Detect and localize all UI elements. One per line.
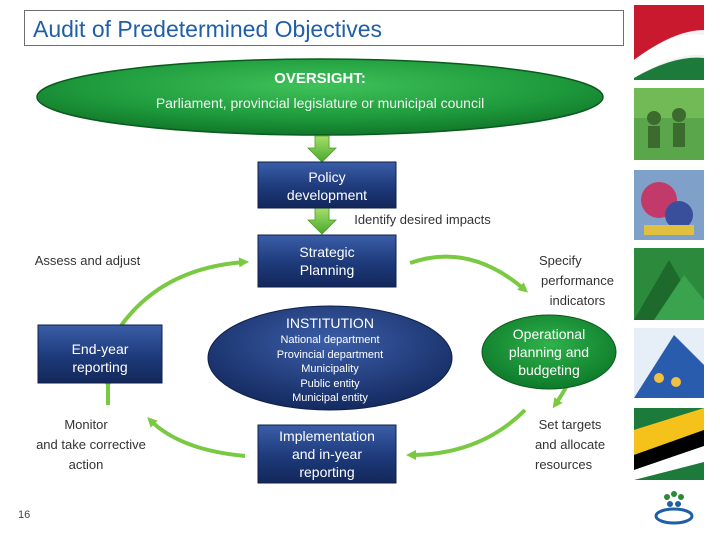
down-arrow-icon xyxy=(307,135,337,163)
side-image-strip xyxy=(634,5,704,480)
monitor-line1: Monitor xyxy=(64,417,108,432)
implementation-label: Implementation and in-year reporting xyxy=(258,427,396,481)
implementation-line1: Implementation xyxy=(279,428,375,444)
monitor-label: Monitor and take corrective action xyxy=(26,415,156,475)
implementation-box xyxy=(257,424,397,484)
institution-item: Provincial department xyxy=(276,348,384,361)
cycle-arrow-bottom-right xyxy=(406,408,527,460)
strategic-box xyxy=(257,234,397,288)
policy-line1: Policy xyxy=(308,169,346,185)
endyear-line2: reporting xyxy=(72,359,128,375)
endyear-box xyxy=(37,324,163,384)
operational-line2: planning and xyxy=(508,344,590,360)
institution-item: National department xyxy=(280,334,380,346)
monitor-line2: and take corrective xyxy=(36,437,146,452)
institution-list: National department Provincial departmen… xyxy=(262,333,398,406)
down-arrow-icon xyxy=(307,207,337,235)
cycle-arrow-top-left xyxy=(116,257,249,332)
specify-label: Specify performance indicators xyxy=(525,251,630,311)
endyear-label: End-year reporting xyxy=(38,340,162,376)
page-title: Audit of Predetermined Objectives xyxy=(33,16,383,42)
endyear-line1: End-year xyxy=(71,341,129,357)
oversight-heading: OVERSIGHT: xyxy=(274,70,366,87)
operational-line3: budgeting xyxy=(518,362,580,378)
oversight-subtitle: Parliament, provincial legislature or mu… xyxy=(155,95,485,111)
specify-line2: performance xyxy=(541,273,614,288)
flag-image-2 xyxy=(634,408,704,480)
page-number: 16 xyxy=(18,509,31,521)
strategic-label: Strategic Planning xyxy=(258,243,396,279)
policy-box xyxy=(257,161,397,209)
identify-label: Identify desired impacts xyxy=(354,212,491,227)
institution-item: Public entity xyxy=(300,377,360,390)
children-image xyxy=(634,88,704,160)
operational-circle xyxy=(481,314,617,390)
cycle-arrow-top-right xyxy=(409,254,529,293)
implementation-line3: reporting xyxy=(299,464,355,480)
operational-line1: Operational xyxy=(512,326,586,342)
strategic-line1: Strategic xyxy=(299,244,355,260)
specify-line1: Specify xyxy=(539,253,582,268)
flag-image xyxy=(634,5,704,80)
institution-oval xyxy=(207,305,453,411)
institution-item: Municipality xyxy=(301,363,359,375)
tents-image xyxy=(634,248,704,320)
map-image xyxy=(634,328,704,398)
assess-label: Assess and adjust xyxy=(34,253,141,268)
targets-line2: and allocate xyxy=(534,437,606,452)
cycle-arrow-bottom-left xyxy=(147,417,246,458)
targets-label: Set targets and allocate resources xyxy=(520,415,620,475)
institution-item: Municipal entity xyxy=(292,392,368,404)
policy-label: Policy development xyxy=(258,168,396,204)
targets-line3: resources xyxy=(535,457,593,472)
title-box: Audit of Predetermined Objectives xyxy=(24,10,624,46)
oversight-oval xyxy=(36,58,604,136)
implementation-line2: and in-year xyxy=(291,446,363,462)
specify-line3: indicators xyxy=(549,293,606,308)
art-image xyxy=(634,170,704,240)
institution-heading: INSTITUTION xyxy=(286,315,374,331)
policy-line2: development xyxy=(286,187,368,203)
monitor-line3: action xyxy=(68,457,104,472)
operational-label: Operational planning and budgeting xyxy=(489,325,609,379)
strategic-line2: Planning xyxy=(299,262,355,278)
logo-icon xyxy=(654,491,694,525)
targets-line1: Set targets xyxy=(538,417,602,432)
